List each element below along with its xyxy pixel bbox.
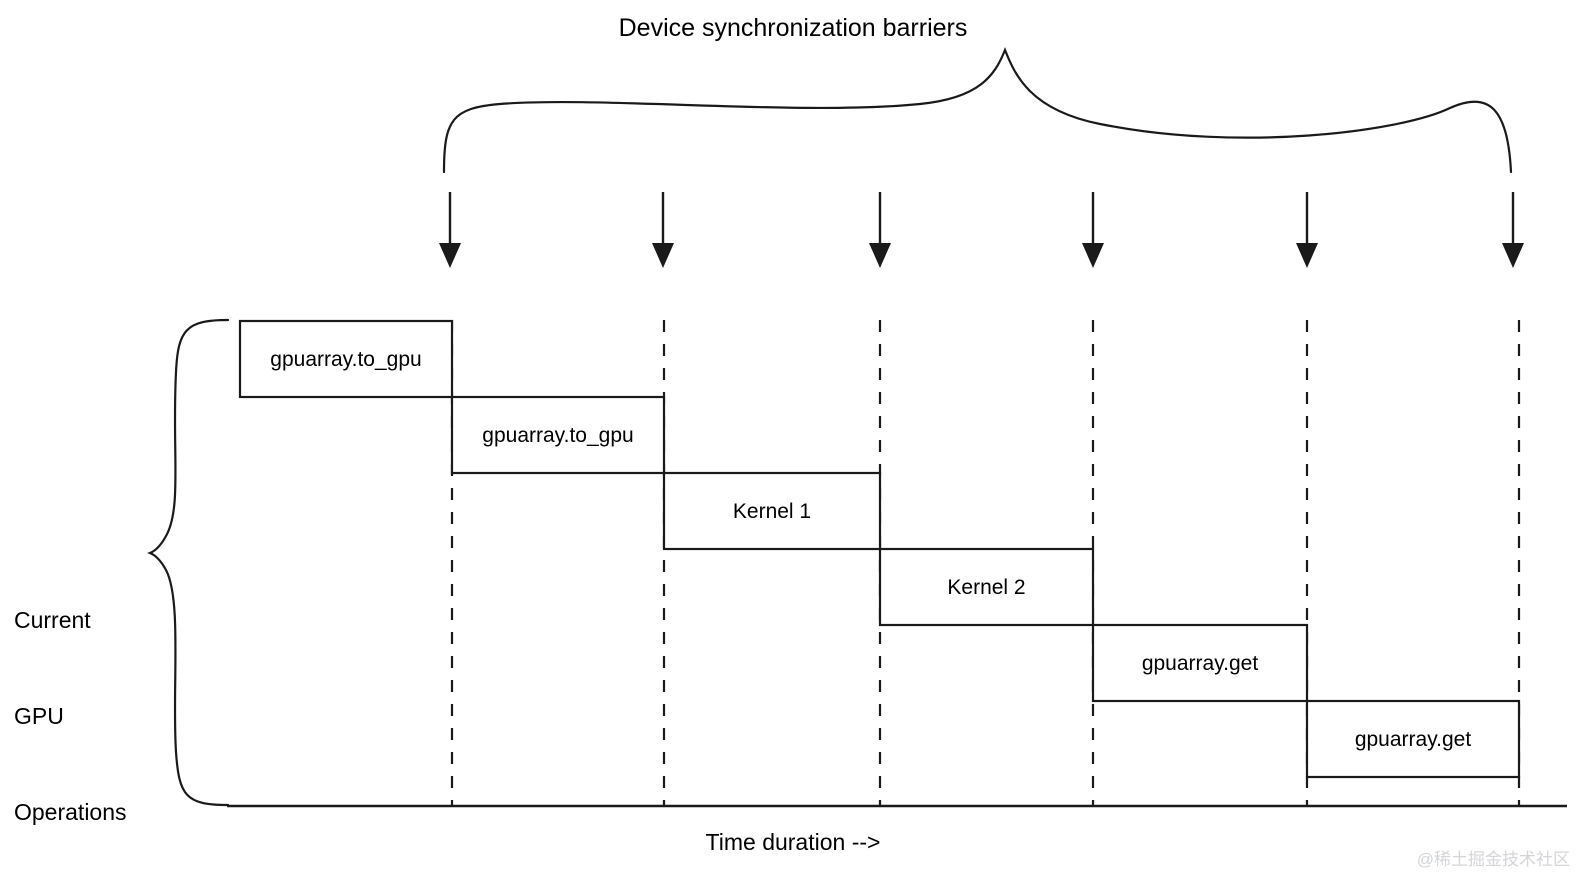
operation-box-3 — [662, 471, 882, 551]
operation-label-1: gpuarray.to_gpu — [270, 348, 422, 371]
operation-box-4 — [878, 547, 1095, 627]
barrier-arrow-3 — [869, 192, 891, 268]
watermark: @稀土掘金技术社区 — [1416, 850, 1570, 869]
operation-label-5: gpuarray.get — [1141, 652, 1259, 675]
barrier-arrow-6 — [1502, 192, 1524, 268]
time-axis-label: Time duration --> — [705, 829, 881, 855]
barrier-arrow-4 — [1082, 192, 1104, 268]
operation-label-6: gpuarray.get — [1354, 728, 1472, 751]
left-brace — [147, 318, 230, 807]
diagram-title: Device synchronization barriers — [618, 14, 968, 42]
group-label: Current GPU Operations — [14, 540, 127, 882]
operation-label-3: Kernel 1 — [732, 500, 812, 523]
operation-box-1 — [238, 319, 454, 399]
operation-box-2 — [450, 395, 666, 475]
operation-box-6 — [1305, 699, 1521, 779]
group-label-line-2: GPU — [14, 703, 64, 729]
barrier-arrow-2 — [652, 192, 674, 268]
barrier-arrows — [439, 192, 1524, 268]
group-label-line-1: Current — [14, 607, 91, 633]
operation-label-4: Kernel 2 — [947, 576, 1026, 599]
group-label-line-3: Operations — [14, 799, 127, 825]
operation-box-5 — [1091, 623, 1309, 703]
operation-boxes — [238, 319, 1521, 779]
top-brace — [442, 47, 1513, 174]
operation-label-2: gpuarray.to_gpu — [482, 424, 634, 447]
barrier-arrow-5 — [1296, 192, 1318, 268]
barrier-arrow-1 — [439, 192, 461, 268]
